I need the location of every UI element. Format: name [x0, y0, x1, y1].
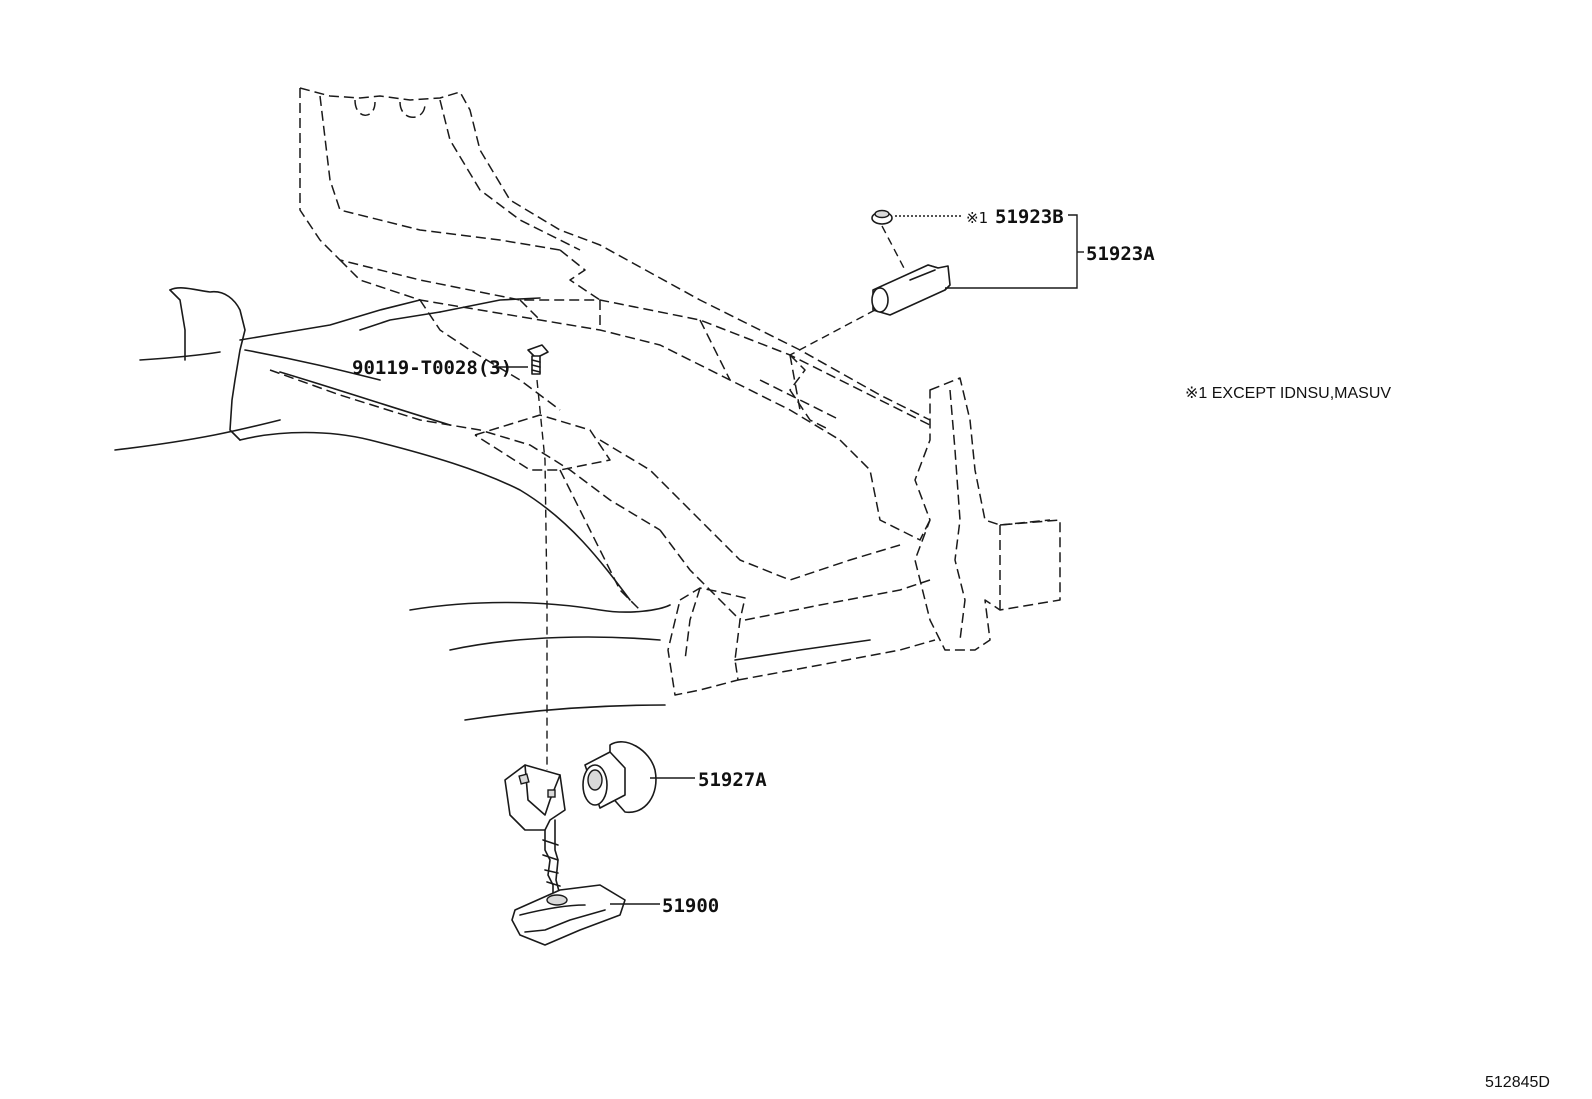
label-51900: 51900 [662, 895, 719, 917]
label-51923b: 51923B [995, 206, 1064, 228]
part-51923a-housing [789, 264, 951, 356]
label-51923a: 51923A [1086, 243, 1155, 265]
part-51927a-cover [582, 741, 657, 813]
label-90119-t0028: 90119-T0028(3) [352, 357, 512, 379]
part-90119-bolt [527, 344, 549, 770]
footnote: ※1 EXCEPT IDNSU,MASUV [1185, 385, 1391, 402]
part-51900-carrier [504, 764, 626, 946]
label-51923b-mark: ※1 [966, 209, 988, 227]
vehicle-body-outline [269, 87, 1061, 696]
leader-lines [492, 214, 1084, 905]
part-51923b-grommet [871, 209, 906, 271]
label-51927a: 51927A [698, 769, 767, 791]
vehicle-frame [114, 287, 871, 721]
figure-id: 512845D [1485, 1074, 1550, 1091]
